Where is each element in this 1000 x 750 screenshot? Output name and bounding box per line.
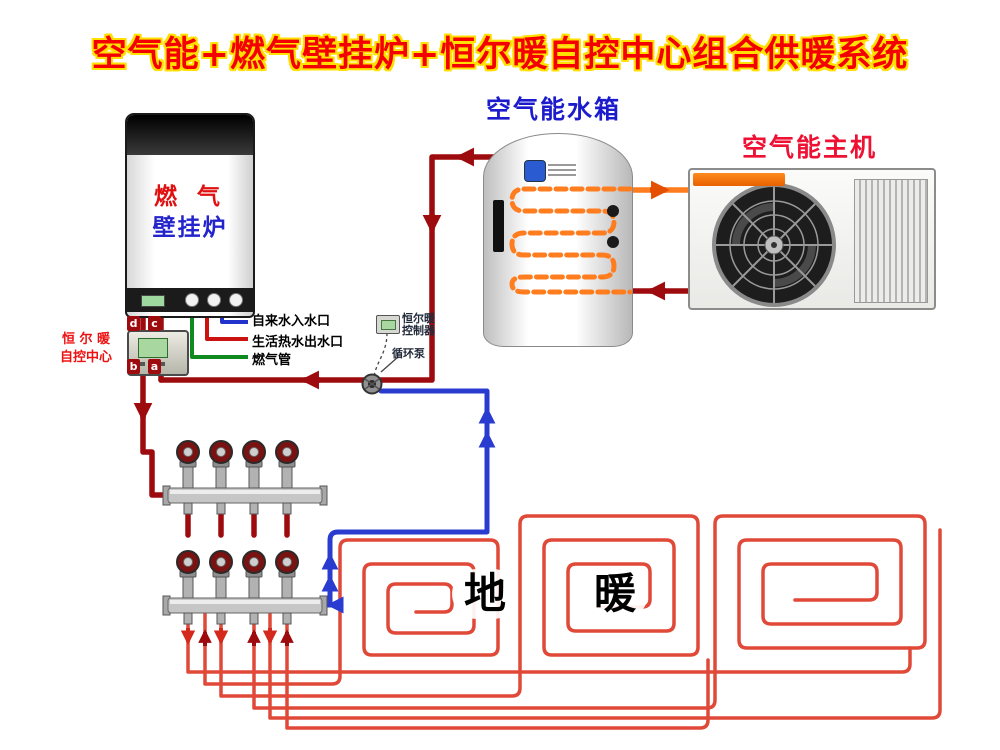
- heat-pump-unit: [688, 168, 936, 310]
- left-supply-pipe: [140, 369, 173, 498]
- floor-return-line-2: [268, 528, 942, 720]
- hot-water-outlet-label: 生活热水出水口: [252, 335, 344, 350]
- tank-port-upper: [607, 205, 619, 217]
- floor-return-line-1: [186, 611, 912, 674]
- floor-loop-cluster-c: [252, 514, 927, 710]
- control-center-screen: [138, 338, 168, 358]
- pump-label: 循环泵: [392, 347, 425, 360]
- heat-pump-brand-sticker: [693, 173, 785, 186]
- port-d-label: d: [127, 316, 140, 331]
- tank-logo-badge: [524, 160, 546, 182]
- boiler-knob-3: [229, 293, 243, 307]
- boiler-top-panel: [127, 115, 253, 155]
- manifold-valves-lower: [176, 550, 299, 625]
- water-tank: [483, 133, 633, 347]
- control-wires: [373, 332, 399, 378]
- tank-label-strip: [493, 200, 504, 252]
- gas-boiler: 燃 气 壁挂炉: [125, 113, 255, 318]
- control-center-button-1: [139, 362, 145, 366]
- thermostat-controller: [376, 315, 400, 334]
- boiler-knob-2: [207, 293, 221, 307]
- heat-pump-side-grille: [854, 179, 928, 303]
- tank-label: 空气能水箱: [486, 95, 622, 124]
- boiler-display: [141, 295, 165, 307]
- floor-heating-label-right: 暖: [582, 569, 649, 619]
- thermostat-label-line1: 恒尔暖: [402, 312, 435, 325]
- manifold-valves-upper: [176, 440, 299, 515]
- boiler-label-line2: 壁挂炉: [152, 215, 228, 241]
- floor-loop-cluster-a: [203, 538, 500, 686]
- thermostat-screen: [381, 320, 396, 330]
- boiler-label-line1: 燃 气: [153, 184, 226, 210]
- return-pipe-blue: [321, 388, 490, 608]
- page-title: 空气能+燃气壁挂炉+恒尔暖自控中心组合供暖系统: [91, 35, 909, 75]
- thermostat-wire: [373, 332, 388, 378]
- control-center-button-3: [159, 362, 165, 366]
- tank-port-lower: [607, 236, 619, 248]
- cold-water-inlet-label: 自来水入水口: [252, 314, 331, 329]
- floor-heating-coils: [186, 514, 942, 730]
- control-center-label-line2: 自控中心: [59, 350, 112, 365]
- boiler-knob-1: [185, 293, 199, 307]
- pump-pointer-line: [380, 356, 399, 373]
- tank-heat-exchanger-coil: [509, 186, 633, 295]
- control-center-label-line1: 恒 尔 暖: [61, 332, 111, 347]
- heat-pump-label: 空气能主机: [742, 133, 878, 162]
- boiler-service-pipes: [190, 316, 248, 359]
- blue-pipe-path: [321, 388, 490, 608]
- tank-spec-sticker: [548, 164, 576, 176]
- port-a-label: a: [148, 359, 161, 374]
- port-c-label: c: [148, 316, 161, 331]
- floor-return-line-3: [285, 611, 710, 730]
- hot-water-pipe: [205, 316, 248, 341]
- heat-pump-fan: [712, 183, 836, 307]
- flow-arrows: [133, 147, 670, 646]
- return-manifold: [162, 550, 328, 625]
- port-b-label: b: [127, 359, 140, 374]
- gas-pipe: [190, 316, 248, 359]
- circulation-pump-icon: [361, 373, 383, 395]
- cold-water-pipe: [220, 316, 248, 324]
- floor-heating-label-left: 地: [452, 569, 519, 619]
- thermostat-label-line2: 控制器: [402, 324, 435, 337]
- gas-pipe-label: 燃气管: [252, 353, 292, 368]
- supply-manifold: [162, 440, 328, 515]
- floor-loop-cluster-b: [219, 514, 700, 698]
